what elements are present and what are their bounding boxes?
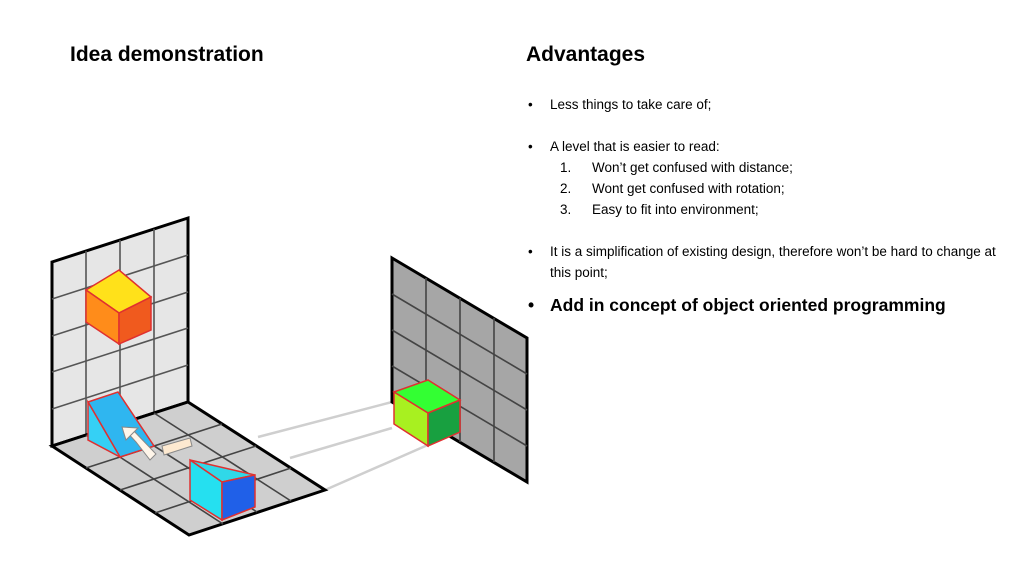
bullet-text: A level that is easier to read: [550,139,720,154]
bullet-text: It is a simplification of existing desig… [550,244,996,280]
bullet-icon: • [528,97,533,112]
sub-item-text: Wont get confused with rotation; [592,181,785,196]
idea-demonstration-title: Idea demonstration [70,43,264,66]
green-cube [392,379,462,448]
arrows [121,426,193,461]
list-item: • It is a simplification of existing des… [528,241,1018,283]
sub-list-item: 2.Wont get confused with rotation; [560,181,785,196]
list-item: • A level that is easier to read: [528,136,1018,157]
bullet-icon: • [528,295,535,315]
advantages-title: Advantages [526,43,646,66]
emphasis-text: Add in concept of object oriented progra… [550,295,946,315]
list-item: • Less things to take care of; [528,94,1018,115]
sub-list-item: 1.Won’t get confused with distance; [560,160,793,175]
bullet-icon: • [528,244,533,259]
sub-list-item: 3.Easy to fit into environment; [560,202,759,217]
bullet-text: Less things to take care of; [550,97,712,112]
sub-list: 1.Won’t get confused with distance; 2.Wo… [528,157,1018,220]
emphasis-item: • Add in concept of object oriented prog… [528,293,1018,317]
projection-lines [257,400,431,492]
sub-item-text: Won’t get confused with distance; [592,160,793,175]
advantages-list: • Less things to take care of; • A level… [528,94,1018,317]
sub-item-text: Easy to fit into environment; [592,202,759,217]
right-wall-grid [390,255,529,485]
bullet-icon: • [528,139,533,154]
orange-cube [84,269,153,346]
cyan-prism [189,458,256,522]
